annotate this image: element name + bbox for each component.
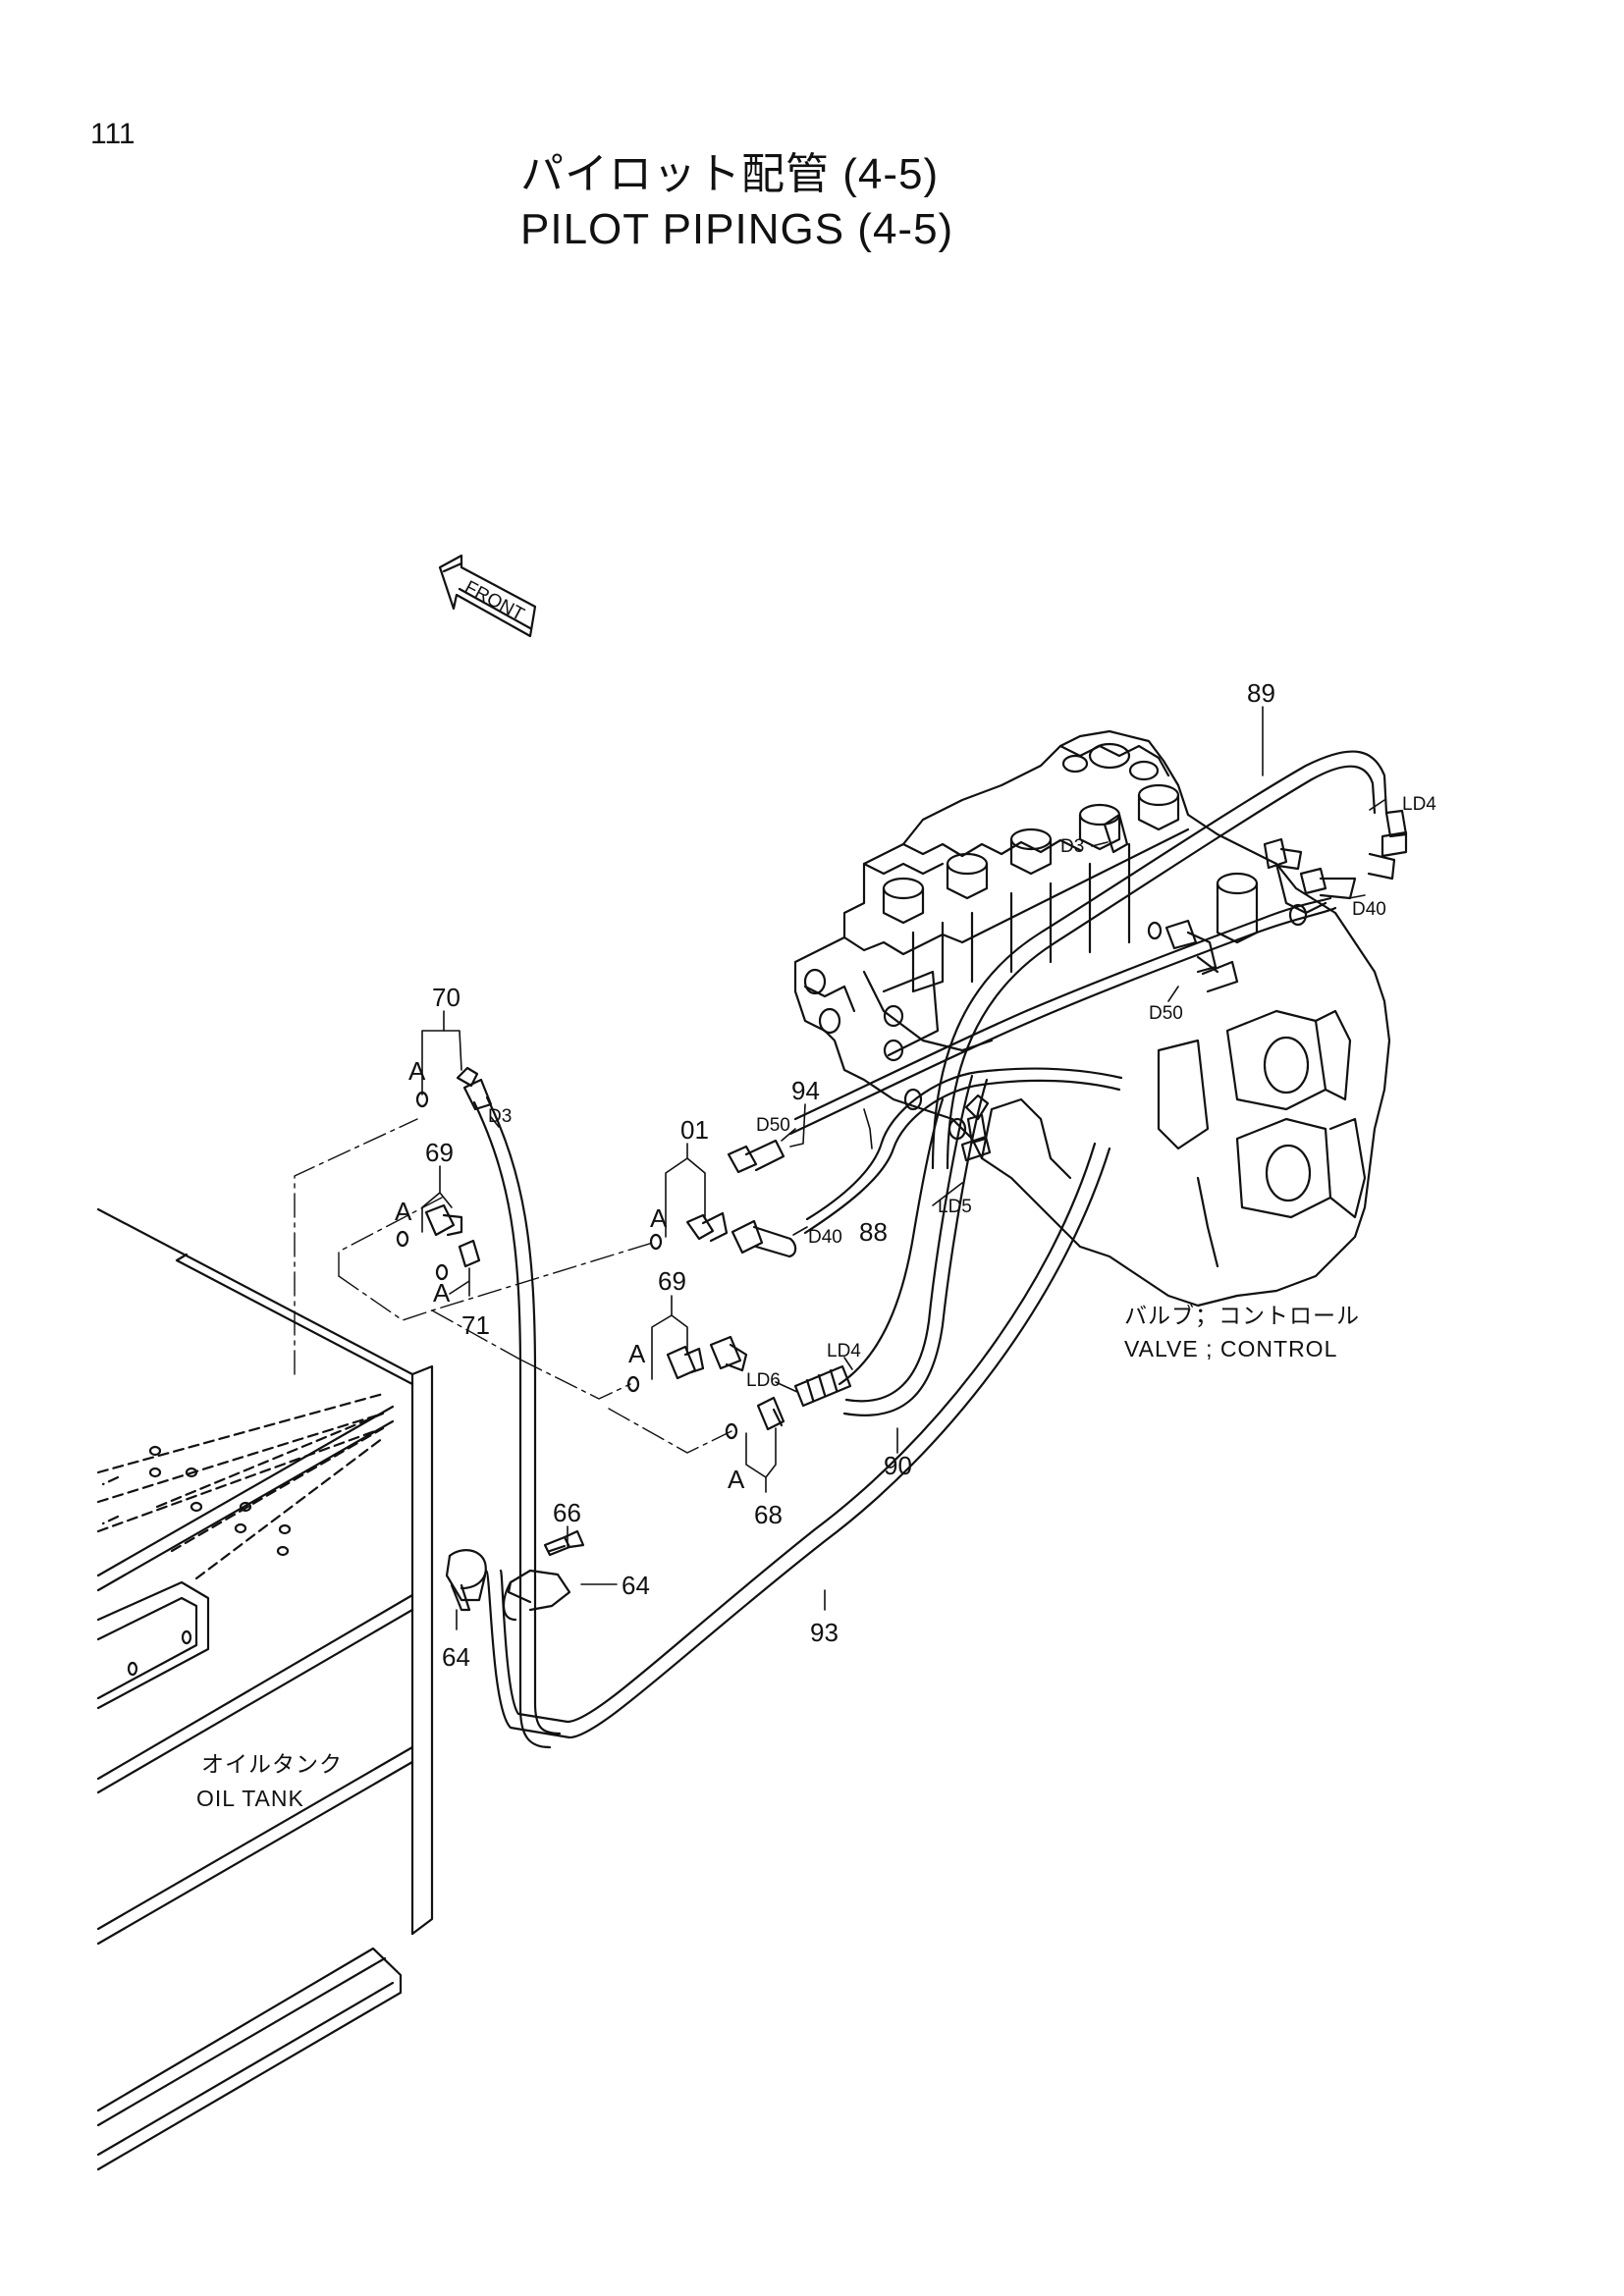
component-labels: バルブ；コントロール VALVE ; CONTROL オイルタンク OIL TA… <box>196 1303 1360 1811</box>
port-ld6: LD6 <box>746 1370 781 1391</box>
port-ld4-top: LD4 <box>1402 794 1436 815</box>
callout-71: 71 <box>461 1310 490 1340</box>
callout-88: 88 <box>859 1217 888 1247</box>
page-title: パイロット配管 (4-5) PILOT PIPINGS (4-5) <box>520 147 953 257</box>
tank-label-ja: オイルタンク <box>201 1751 343 1777</box>
pipe-93 <box>484 1142 1111 1739</box>
pipe-90 <box>842 1074 989 1416</box>
port-d40-top: D40 <box>1352 899 1386 920</box>
callout-69: 69 <box>425 1138 454 1167</box>
tank-label-en: OIL TANK <box>196 1786 304 1811</box>
pipe-ld4 <box>838 1097 945 1386</box>
mark-a: A <box>728 1465 745 1494</box>
callout-93: 93 <box>810 1618 839 1647</box>
port-ld4-mid: LD4 <box>827 1341 861 1362</box>
callout-66: 66 <box>553 1498 581 1527</box>
pipe-94 <box>788 896 1337 1136</box>
port-d3-left: D3 <box>488 1106 512 1127</box>
title-japanese: パイロット配管 (4-5) <box>520 150 940 198</box>
page-number: 111 <box>90 118 135 150</box>
valve-label-en: VALVE ; CONTROL <box>1124 1336 1337 1362</box>
callout-64-right: 64 <box>622 1571 650 1600</box>
oil-tank <box>96 1207 434 2171</box>
port-ld5: LD5 <box>938 1197 972 1217</box>
callout-90: 90 <box>884 1451 912 1480</box>
mark-a: A <box>408 1056 426 1086</box>
valve-label-ja: バルブ；コントロール <box>1124 1303 1360 1328</box>
mark-a: A <box>650 1203 668 1233</box>
port-d50-mid: D50 <box>756 1115 790 1136</box>
pipe-d3-vertical <box>472 1095 562 1749</box>
fittings <box>396 809 1408 1440</box>
mark-a: A <box>433 1278 451 1308</box>
port-d50-top: D50 <box>1149 1003 1183 1024</box>
front-arrow-icon <box>438 554 537 638</box>
clamps <box>445 1529 585 1622</box>
port-d40-mid: D40 <box>808 1227 842 1248</box>
callout-94: 94 <box>791 1076 820 1105</box>
mark-a: A <box>395 1197 412 1226</box>
mark-a: A <box>628 1339 646 1368</box>
connection-marks: A A A A A A <box>395 1056 745 1494</box>
port-labels: LD4 D3 D40 D50 D3 D50 D40 LD5 LD6 LD4 <box>488 794 1436 1391</box>
port-d3-top: D3 <box>1060 836 1084 857</box>
callout-01: 01 <box>680 1115 709 1145</box>
callout-68: 68 <box>754 1500 783 1529</box>
callout-70: 70 <box>432 983 460 1012</box>
title-english: PILOT PIPINGS (4-5) <box>520 205 954 253</box>
control-valve <box>793 729 1391 1308</box>
callout-64-left: 64 <box>442 1642 470 1672</box>
leader-lines <box>421 706 1385 1630</box>
pipe-88 <box>803 1067 1123 1235</box>
callout-69-lower: 69 <box>658 1266 686 1296</box>
callout-numbers: 89 70 69 71 01 94 88 69 90 68 66 64 64 9… <box>425 678 1275 1672</box>
callout-89: 89 <box>1247 678 1275 708</box>
